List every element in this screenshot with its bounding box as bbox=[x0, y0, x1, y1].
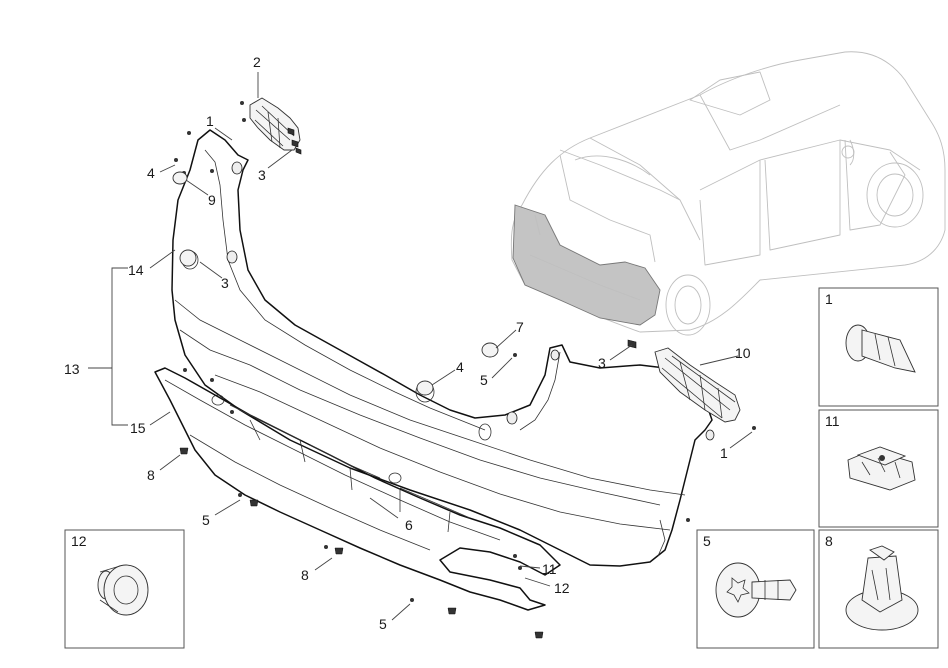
callout-12: 12 bbox=[554, 580, 570, 596]
callout-5-left: 5 bbox=[202, 512, 210, 528]
inset-label-11: 11 bbox=[825, 413, 840, 429]
callout-3-mid: 3 bbox=[221, 275, 229, 291]
fasteners bbox=[179, 368, 690, 639]
inset-label-8: 8 bbox=[825, 533, 833, 549]
torx-screw-illustration bbox=[715, 562, 797, 618]
inset-part-8: 8 bbox=[818, 529, 939, 649]
callout-6: 6 bbox=[405, 517, 413, 533]
callout-8-left: 8 bbox=[147, 467, 155, 483]
callout-5-right: 5 bbox=[480, 372, 488, 388]
left-bumper-bracket bbox=[174, 97, 302, 175]
callout-labels: 2 1 3 4 9 14 3 13 15 8 5 6 8 5 11 12 7 4… bbox=[64, 54, 751, 632]
inset-label-1: 1 bbox=[825, 291, 833, 307]
callout-3-right: 3 bbox=[598, 355, 606, 371]
inset-label-12: 12 bbox=[71, 533, 87, 549]
inset-part-5: 5 bbox=[696, 529, 815, 649]
callout-1-right: 1 bbox=[720, 445, 728, 461]
rivet-clip-illustration bbox=[845, 324, 916, 373]
inset-part-1: 1 bbox=[818, 287, 939, 407]
highlighted-bumper-on-vehicle bbox=[512, 204, 661, 326]
callout-11: 11 bbox=[542, 561, 557, 577]
callout-4-left: 4 bbox=[147, 165, 155, 181]
inset-part-12: 12 bbox=[64, 529, 185, 649]
callout-2: 2 bbox=[253, 54, 261, 70]
callout-1-top: 1 bbox=[206, 113, 214, 129]
callout-7: 7 bbox=[516, 319, 524, 335]
grommet-illustration bbox=[97, 564, 149, 616]
callout-13: 13 bbox=[64, 361, 80, 377]
callout-10: 10 bbox=[735, 345, 751, 361]
vehicle-locator-illustration bbox=[510, 51, 946, 336]
callout-3-top: 3 bbox=[258, 167, 266, 183]
inset-label-5: 5 bbox=[703, 533, 711, 549]
plug-caps bbox=[172, 171, 499, 396]
push-clip-illustration bbox=[845, 545, 919, 631]
inset-part-11: 11 bbox=[818, 409, 939, 528]
clip-nut-illustration bbox=[847, 446, 916, 491]
callout-8-bottom: 8 bbox=[301, 567, 309, 583]
callout-5-bottom: 5 bbox=[379, 616, 387, 632]
callout-15: 15 bbox=[130, 420, 146, 436]
leader-lines bbox=[88, 72, 753, 621]
callout-9: 9 bbox=[208, 192, 216, 208]
callout-14: 14 bbox=[128, 262, 144, 278]
callout-4-right: 4 bbox=[456, 359, 464, 375]
right-bumper-bracket bbox=[513, 339, 756, 430]
lower-diffuser-panel bbox=[154, 367, 561, 611]
